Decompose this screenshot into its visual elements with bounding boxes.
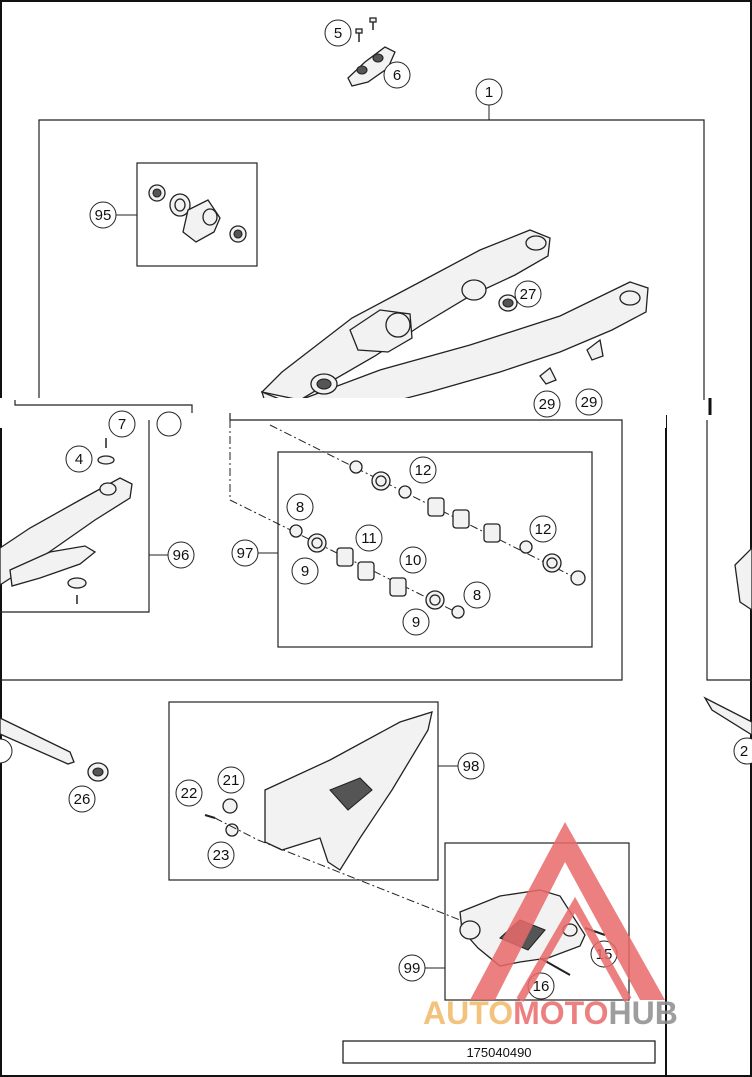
svg-text:98: 98 <box>463 758 480 775</box>
callout-10: 10 <box>399 546 427 574</box>
svg-text:99: 99 <box>404 960 421 977</box>
svg-text:7: 7 <box>118 416 126 433</box>
callout-98: 98 <box>457 752 485 780</box>
svg-text:12: 12 <box>415 462 432 479</box>
swingarm-assembly-box <box>38 119 705 400</box>
callout-1: 1 <box>475 78 503 106</box>
swingarm <box>260 229 649 413</box>
pivot-kit-panel <box>0 413 623 681</box>
callout-9: 9 <box>291 557 319 585</box>
svg-text:1: 1 <box>485 84 493 101</box>
svg-text:97: 97 <box>237 545 254 562</box>
callout-4: 4 <box>65 445 93 473</box>
svg-text:29: 29 <box>539 396 556 413</box>
svg-text:12: 12 <box>535 521 552 538</box>
svg-text:8: 8 <box>473 587 481 604</box>
callout-99: 99 <box>398 954 426 982</box>
callout-8: 8 <box>286 493 314 521</box>
watermark: AUTOMOTOHUB <box>423 822 678 1031</box>
callout-5: 5 <box>324 19 352 47</box>
svg-text:26: 26 <box>74 791 91 808</box>
callout-partial <box>0 738 13 764</box>
chain-guard <box>204 711 461 921</box>
mask <box>0 398 666 428</box>
callout-12: 12 <box>409 456 437 484</box>
callout-partial <box>156 411 182 437</box>
chain-guard-box <box>168 701 439 881</box>
bearing-kit-parts <box>148 184 247 243</box>
linkage-panel-box <box>0 420 150 613</box>
svg-text:11: 11 <box>361 530 377 547</box>
svg-text:27: 27 <box>520 286 537 303</box>
svg-text:2: 2 <box>740 743 748 760</box>
callout-29: 29 <box>533 390 561 418</box>
callout-29: 29 <box>575 388 603 416</box>
svg-text:22: 22 <box>181 785 198 802</box>
axis-line <box>269 424 581 581</box>
callout-95: 95 <box>89 201 117 229</box>
swingarm-axle <box>0 717 109 782</box>
callout-22: 22 <box>175 779 203 807</box>
callout-97: 97 <box>231 539 259 567</box>
callout-27: 27 <box>514 280 542 308</box>
svg-text:5: 5 <box>334 25 342 42</box>
svg-text:95: 95 <box>95 207 112 224</box>
chain-slider <box>0 438 133 604</box>
chain-guide-box <box>444 842 630 1001</box>
right-panel-box <box>706 420 752 681</box>
callout-12: 12 <box>529 515 557 543</box>
svg-text:23: 23 <box>213 847 230 864</box>
callout-11: 11 <box>355 524 383 552</box>
svg-text:21: 21 <box>223 772 240 789</box>
svg-text:9: 9 <box>412 614 420 631</box>
svg-text:9: 9 <box>301 563 309 580</box>
callout-96: 96 <box>167 541 195 569</box>
svg-text:4: 4 <box>75 451 83 468</box>
linkage-panel-top <box>14 400 193 413</box>
right-axle <box>703 696 752 736</box>
drawing-number: 175040490 <box>466 1045 531 1060</box>
right-part <box>734 547 752 611</box>
callout-2: 2 <box>733 737 752 765</box>
pivot-bearings <box>289 460 586 619</box>
chain-guide-clamp <box>347 17 396 87</box>
svg-text:6: 6 <box>393 67 401 84</box>
watermark-auto: AUTOMOTOHUB <box>423 995 678 1031</box>
callout-23: 23 <box>207 841 235 869</box>
callout-7: 7 <box>108 410 136 438</box>
callout-9: 9 <box>402 608 430 636</box>
svg-text:16: 16 <box>533 978 550 995</box>
callout-21: 21 <box>217 766 245 794</box>
svg-text:8: 8 <box>296 499 304 516</box>
svg-text:29: 29 <box>581 394 598 411</box>
svg-text:96: 96 <box>173 547 190 564</box>
pivot-hardware-box <box>277 451 593 648</box>
callout-6: 6 <box>383 61 411 89</box>
callout-8: 8 <box>463 581 491 609</box>
drawing-number-box <box>342 1040 656 1064</box>
svg-text:10: 10 <box>405 552 422 569</box>
callout-26: 26 <box>68 785 96 813</box>
